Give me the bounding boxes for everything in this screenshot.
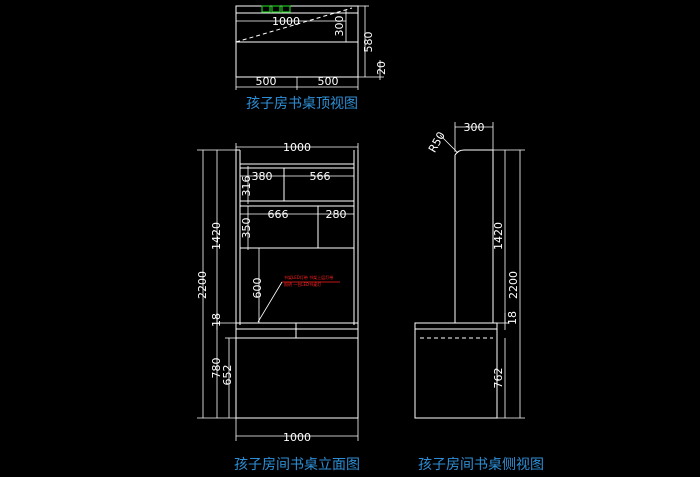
front-view-row1-right-label: 566: [310, 170, 331, 183]
side-view-desk-top: [414, 322, 498, 330]
front-view-title: 孩子房间书桌立面图: [234, 457, 360, 473]
side-view-desk-thickness-label: 18: [506, 311, 519, 325]
front-view-cabinet-height-label: 652: [221, 365, 234, 386]
front-view-row2-left-label: 666: [268, 208, 289, 221]
front-view-desk-height-label: 780: [210, 358, 223, 379]
top-view-width-label: 1000: [272, 15, 300, 28]
front-view-open-height-label: 600: [251, 278, 264, 299]
top-view-half-left-label: 500: [256, 75, 277, 88]
front-view-note-leader: [257, 281, 283, 323]
front-view-note-line2: 照明 一台LED书桌灯: [284, 281, 321, 287]
front-view-desk-top: [235, 322, 359, 330]
top-view-diagonal: [235, 7, 353, 43]
top-view-depth-total-label: 580: [362, 32, 375, 53]
side-view: 300 R50 2200 1420 18 762 孩子房间书桌侧视图: [414, 121, 544, 473]
front-view-row1-height-label: 316: [240, 176, 253, 197]
top-view-green-mark-1: [261, 5, 271, 13]
side-view-lower-cabinet: [414, 328, 498, 419]
front-view-top-width-label: 1000: [283, 141, 311, 154]
top-view-title: 孩子房书桌顶视图: [246, 96, 358, 112]
side-view-total-height-label: 2200: [507, 271, 520, 299]
top-view-green-mark-2: [271, 5, 281, 13]
top-view-green-mark-3: [281, 5, 291, 13]
front-view-row2-right-label: 280: [326, 208, 347, 221]
front-view-row2-height-label: 350: [240, 218, 253, 239]
front-view-drawer-band: [235, 328, 359, 339]
side-view-cabinet-height-label: 762: [492, 368, 505, 389]
side-view-title: 孩子房间书桌侧视图: [418, 457, 544, 473]
front-view-row1-left-label: 380: [252, 170, 273, 183]
top-view: 1000 300 580 20 500 500 孩子房书桌顶视图: [235, 5, 388, 112]
front-view: 1000 380 566 316 666 280 350 600 书架LED灯带…: [196, 141, 360, 473]
front-view-lower-cabinet: [235, 337, 359, 419]
front-view-note-line1: 书架LED灯带 书架上层灯带: [284, 274, 333, 280]
front-view-upper-height-label: 1420: [210, 222, 223, 250]
side-view-upper-height-label: 1420: [492, 222, 505, 250]
top-view-overhang-label: 20: [375, 61, 388, 75]
top-view-half-right-label: 500: [318, 75, 339, 88]
top-view-depth-inner-label: 300: [333, 16, 346, 37]
front-view-total-height-label: 2200: [196, 271, 209, 299]
side-view-depth-label: 300: [464, 121, 485, 134]
side-view-column-top: [454, 149, 493, 156]
front-view-bottom-width-label: 1000: [283, 431, 311, 444]
front-view-desk-thickness-label: 18: [210, 313, 223, 327]
side-view-radius-label: R50: [426, 130, 448, 155]
side-view-radius-leader: [439, 134, 459, 154]
